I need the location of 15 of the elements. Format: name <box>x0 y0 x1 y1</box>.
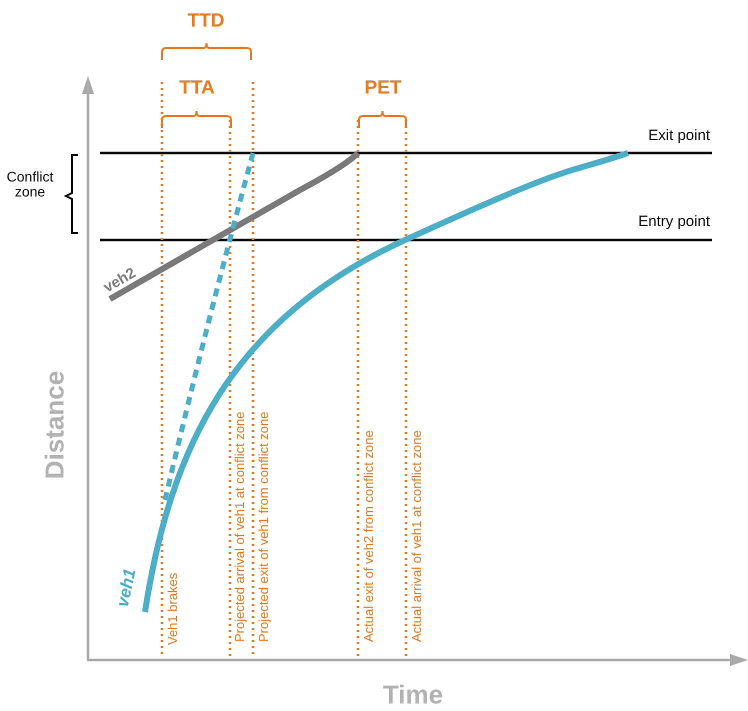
event-label: Projected arrival of veh1 at conflict zone <box>233 411 248 642</box>
line-label: Exit point <box>648 128 710 144</box>
zone-label: Conflict zone <box>6 170 54 200</box>
curve-label: veh1 <box>114 567 140 609</box>
interval-label: PET <box>364 78 402 100</box>
event-label: Actual exit of veh2 from conflict zone <box>362 430 376 642</box>
curve-label: veh2 <box>101 265 139 297</box>
interval-label: TTD <box>188 12 224 32</box>
axis-title: Distance <box>40 370 70 480</box>
event-label: Actual arrival of veh1 at conflict zone <box>410 430 424 642</box>
axis-title: Time <box>382 680 444 710</box>
interval-label: TTA <box>179 78 215 100</box>
event-label: Veh1 brakes <box>166 572 180 645</box>
line-label: Entry point <box>638 214 710 230</box>
event-label: Projected exit of veh1 from conflict zone <box>257 411 272 642</box>
